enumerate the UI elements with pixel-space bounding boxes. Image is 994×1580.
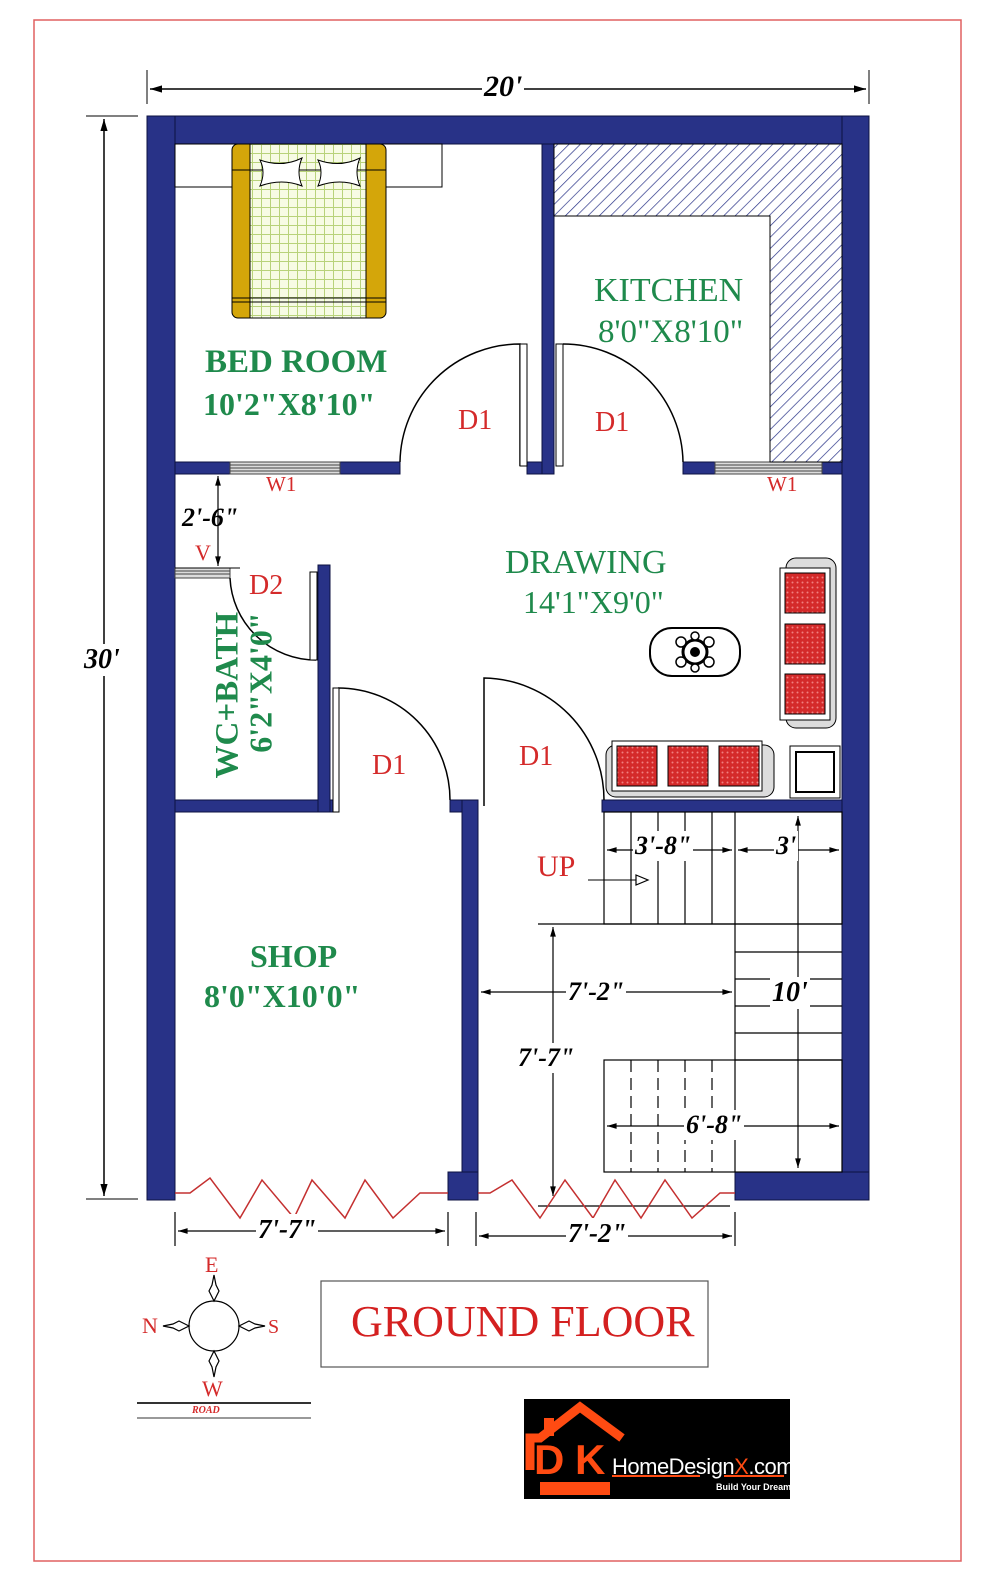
- floor-title: GROUND FLOOR: [351, 1297, 695, 1346]
- logo-initial-k: K: [575, 1436, 606, 1483]
- door-label-bedroom: D1: [458, 405, 493, 436]
- drawing-name: DRAWING: [505, 544, 667, 581]
- staircase: [538, 811, 843, 1173]
- page-frame: [33, 19, 962, 1562]
- ventilator-label: V: [195, 540, 211, 565]
- logo-site-part2: .com: [748, 1454, 795, 1479]
- drawing-size: 14'1"X9'0": [523, 584, 664, 620]
- window-kitchen: [714, 461, 823, 475]
- kitchen-size: 8'0"X8'10": [598, 314, 744, 350]
- passage-gap-label: 2'-6": [182, 503, 239, 532]
- stair-bottom-width-label: 6'-8": [684, 1110, 745, 1140]
- door-label-shop: D1: [372, 750, 407, 781]
- logo-site-x: X: [734, 1454, 749, 1479]
- logo-site-name: HomeDesignX.com: [612, 1454, 795, 1480]
- ventilator: [174, 567, 240, 579]
- compass-south: S: [268, 1316, 280, 1338]
- logo-site-part1: HomeDesign: [612, 1454, 735, 1479]
- door-label-bath: D2: [249, 570, 284, 601]
- overall-width-label: 20': [482, 70, 525, 104]
- compass-north: N: [142, 1313, 158, 1338]
- shop-name: SHOP: [250, 938, 338, 974]
- door-swings: [229, 343, 684, 813]
- logo-initial-d: D: [534, 1436, 565, 1483]
- bedroom-size: 10'2"X8'10": [203, 386, 376, 422]
- road-lines: [137, 1402, 311, 1419]
- stair-up-label: UP: [537, 850, 576, 883]
- compass-west: W: [202, 1376, 223, 1401]
- bed: [174, 143, 443, 319]
- shop-front-label: 7'-7": [256, 1214, 319, 1245]
- shutter-zigzag: [175, 1176, 735, 1220]
- overall-depth-label: 30': [82, 644, 122, 676]
- road-label: ROAD: [192, 1405, 220, 1416]
- compass-east: E: [205, 1252, 219, 1277]
- logo-tagline: Build Your Dream: [716, 1482, 792, 1492]
- center-table: [649, 627, 741, 677]
- door-label-kitchen: D1: [595, 407, 630, 438]
- window-label-bedroom: W1: [266, 472, 297, 496]
- compass-rose: [162, 1274, 266, 1378]
- wc-bath-name: WC+BATH: [209, 611, 246, 779]
- title-box: [320, 1280, 709, 1368]
- stair-flight-width-label: 3'-8": [633, 831, 694, 861]
- stair-width-label: 3': [774, 831, 799, 861]
- stair-area-depth-label: 7'-7": [516, 1043, 577, 1073]
- door-label-stair: D1: [519, 741, 554, 772]
- bedroom-name: BED ROOM: [205, 344, 388, 380]
- window-label-kitchen: W1: [767, 472, 798, 496]
- window-bedroom: [229, 461, 341, 475]
- kitchen-name: KITCHEN: [594, 272, 744, 309]
- sofa-set: [605, 557, 841, 799]
- stair-area-width-label: 7'-2": [566, 977, 627, 1007]
- kitchen-counter: [553, 143, 843, 463]
- stair-length-label: 10': [770, 977, 810, 1009]
- walls: [146, 115, 870, 1201]
- logo-box: [524, 1399, 790, 1499]
- stair-front-label: 7'-2": [566, 1218, 629, 1249]
- wc-bath-size: 6'2"X4'0": [242, 612, 279, 753]
- shop-size: 8'0"X10'0": [204, 978, 361, 1014]
